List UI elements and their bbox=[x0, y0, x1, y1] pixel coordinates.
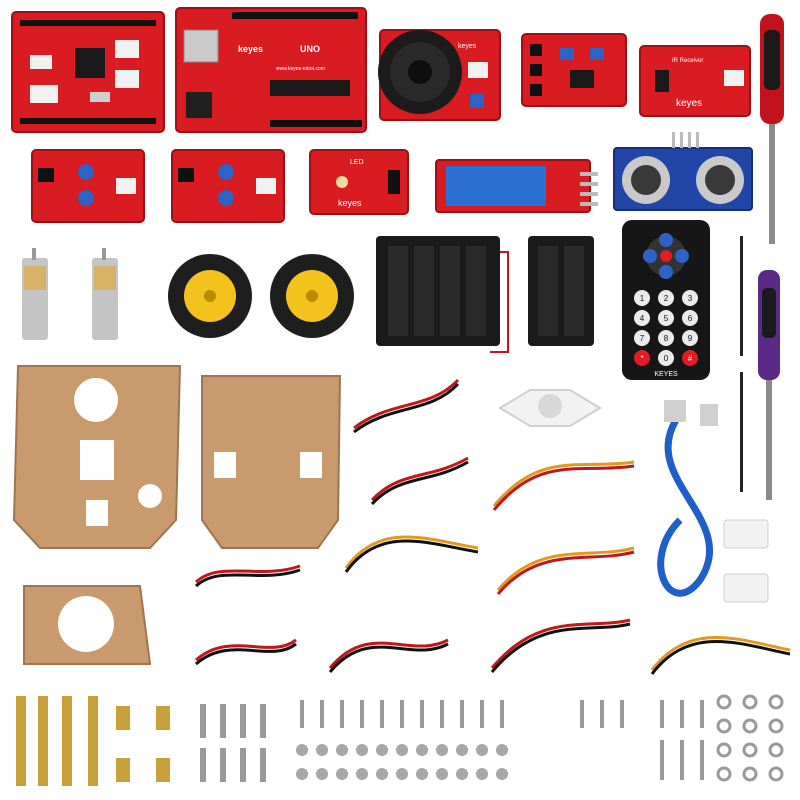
servo-bracket bbox=[498, 389, 602, 427]
gear-motor-right bbox=[92, 248, 118, 340]
uno-model-text: UNO bbox=[300, 44, 320, 54]
remote-key-7: 7 bbox=[640, 334, 645, 343]
remote-key-9: 9 bbox=[688, 334, 693, 343]
jumper-cable-4 bbox=[344, 535, 479, 573]
jumper-cable-8 bbox=[328, 638, 449, 673]
jumper-cable-3 bbox=[492, 460, 635, 511]
bluetooth-module bbox=[435, 159, 598, 213]
jumper-cable-10 bbox=[650, 636, 791, 675]
acrylic-base-plate-left bbox=[12, 365, 182, 549]
remote-key-5: 5 bbox=[664, 314, 669, 323]
plastic-mount-2 bbox=[723, 573, 769, 603]
acrylic-base-plate-right bbox=[201, 375, 342, 549]
remote-key-6: 6 bbox=[688, 314, 693, 323]
remote-key-0: 0 bbox=[664, 354, 669, 363]
screws-bolts bbox=[200, 700, 704, 782]
ir-remote-control: 1 2 3 4 5 6 7 8 9 * 0 # KEYES bbox=[622, 220, 710, 380]
motor-driver-shield bbox=[11, 11, 165, 133]
hex-nuts bbox=[296, 744, 508, 780]
plastic-mount-1 bbox=[723, 519, 769, 549]
remote-key-8: 8 bbox=[664, 334, 669, 343]
washers bbox=[716, 694, 784, 782]
uno-url-text: www.keyes-robot.com bbox=[276, 66, 325, 72]
battery-holder-4-slot bbox=[376, 236, 509, 353]
remote-key-hash: # bbox=[688, 354, 693, 363]
jumper-cable-2 bbox=[370, 456, 469, 506]
wheel-right bbox=[270, 254, 354, 338]
led-module: LED keyes bbox=[309, 149, 409, 215]
remote-brand-text: KEYES bbox=[654, 371, 678, 378]
ir-brand-text: keyes bbox=[676, 98, 702, 109]
remote-key-1: 1 bbox=[640, 294, 645, 303]
remote-keypad: 1 2 3 4 5 6 7 8 9 * 0 # bbox=[634, 290, 698, 366]
speaker-module: keyes bbox=[378, 29, 501, 121]
ir-label-text: IR Receiver bbox=[672, 58, 703, 64]
remote-key-2: 2 bbox=[664, 294, 669, 303]
acrylic-sensor-bracket bbox=[23, 585, 152, 665]
remote-key-star: * bbox=[640, 354, 643, 363]
line-tracking-module bbox=[521, 33, 627, 107]
gear-motor-left bbox=[22, 248, 48, 340]
speaker-brand-text: keyes bbox=[458, 43, 477, 50]
jumper-cable-1 bbox=[353, 378, 460, 434]
led-label-text: LED bbox=[350, 159, 364, 166]
purple-screwdriver bbox=[758, 270, 780, 500]
jumper-cable-9 bbox=[490, 618, 631, 673]
wheel-left bbox=[168, 254, 252, 338]
jumper-cable-7 bbox=[195, 638, 297, 666]
jumper-cable-6 bbox=[194, 564, 301, 588]
remote-key-4: 4 bbox=[640, 314, 645, 323]
obstacle-sensor-module-right bbox=[171, 149, 285, 223]
cable-tie-1 bbox=[740, 236, 743, 356]
remote-key-3: 3 bbox=[688, 294, 693, 303]
red-screwdriver bbox=[760, 14, 784, 244]
battery-holder-2-slot bbox=[528, 236, 594, 346]
ir-receiver-module: IR Receiver keyes bbox=[639, 45, 751, 117]
obstacle-sensor-module-left bbox=[31, 149, 145, 223]
uno-board: keyes UNO www.keyes-robot.com bbox=[175, 7, 367, 133]
usb-cable bbox=[657, 400, 718, 597]
uno-brand-text: keyes bbox=[238, 44, 263, 54]
jumper-cable-5 bbox=[496, 546, 635, 595]
led-brand-text: keyes bbox=[338, 198, 362, 208]
ultrasonic-sensor bbox=[613, 132, 753, 211]
cable-tie-2 bbox=[740, 372, 743, 492]
brass-standoffs bbox=[16, 696, 170, 786]
